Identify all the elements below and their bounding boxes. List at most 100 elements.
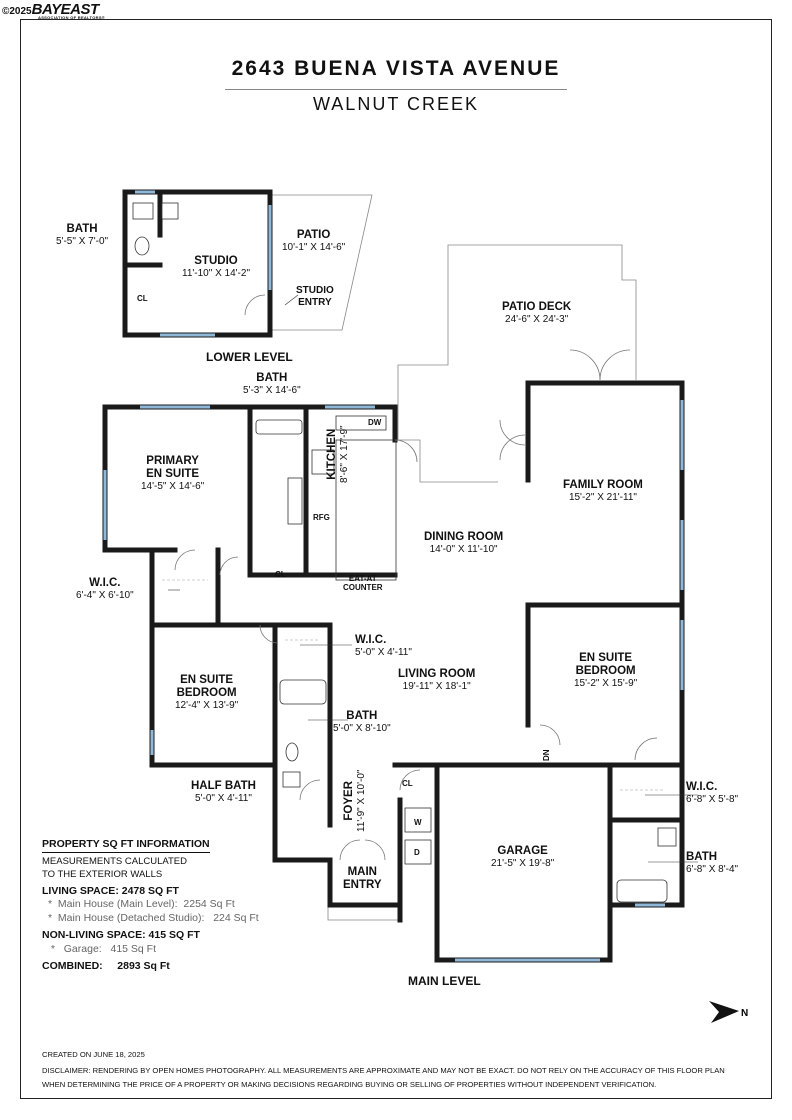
room-studio: STUDIO 11'-10" X 14'-2" (182, 255, 250, 280)
room-name: DINING ROOM (424, 531, 504, 543)
combined-row: COMBINED: 2893 Sq Ft (42, 960, 259, 973)
room-name: BATH (686, 851, 718, 863)
room-name-line2: BEDROOM (575, 665, 636, 678)
room-dims: 14'-5" X 14'-6" (141, 481, 205, 493)
room-name-line1: MAIN (347, 866, 377, 878)
room-dims: 5'-0" X 4'-11" (195, 793, 252, 805)
room-name: BATH (66, 223, 98, 235)
property-address: 2643 BUENA VISTA AVENUE (231, 57, 561, 80)
room-main-entry: MAIN ENTRY (343, 866, 382, 892)
leader-lines (168, 294, 698, 863)
appliance-washer: W (414, 818, 422, 827)
living-main-row: * Main House (Main Level): 2254 Sq Ft (48, 898, 235, 911)
copyright-text: ©2025 (2, 6, 32, 17)
room-name-line1: STUDIO (296, 285, 334, 296)
room-dims: 14'-0" X 11'-10" (429, 544, 498, 556)
room-dims: 6'-4" X 6'-10" (76, 590, 134, 602)
room-dims: 21'-5" X 19'-8" (491, 858, 555, 870)
room-dims: 11'-9" X 10'-0" (356, 769, 368, 832)
property-city: WALNUT CREEK (312, 94, 480, 114)
room-name-line1: EN SUITE (180, 674, 234, 686)
room-name: BATH (346, 710, 378, 722)
room-bath-lower: BATH 5'-5" X 7'-0" (56, 223, 108, 248)
room-dims: 19'-11" X 18'-1" (402, 681, 471, 693)
room-dims: 5'-0" X 4'-11" (355, 647, 412, 659)
living-main-label: Main House (Main Level): (57, 898, 178, 911)
room-dims: 8'-6" X 17'-9" (339, 425, 351, 483)
room-dims: 12'-4" X 13'-9" (175, 700, 239, 712)
appliance-dryer: D (414, 848, 420, 857)
room-dims: 24'-6" X 24'-3" (505, 314, 569, 326)
room-dims: 5'-3" X 14'-6" (243, 385, 301, 397)
room-name: PATIO DECK (502, 301, 572, 313)
combined-value: 2893 Sq Ft (117, 959, 170, 972)
living-studio-row: * Main House (Detached Studio): 224 Sq F… (48, 911, 259, 924)
room-primary-suite: PRIMARY EN SUITE 14'-5" X 14'-6" (141, 455, 204, 493)
fixtures (132, 202, 677, 903)
nonliving-space-total: NON-LIVING SPACE: 415 SQ FT (42, 929, 200, 942)
living-studio-label: Main House (Detached Studio): (57, 911, 205, 924)
room-wic-mid: W.I.C. 5'-0" X 4'-11" (355, 634, 412, 659)
garage-label: Garage: (63, 942, 102, 955)
room-name: W.I.C. (355, 634, 387, 646)
room-name: LIVING ROOM (398, 668, 476, 680)
eat-at-counter: EAT-AT COUNTER (343, 574, 383, 592)
title-divider (225, 89, 567, 90)
room-dims: 15'-2" X 21'-11" (568, 492, 637, 504)
sqft-heading: PROPERTY SQ FT INFORMATION (42, 838, 210, 854)
room-dining-room: DINING ROOM 14'-0" X 11'-10" (424, 531, 503, 556)
closet-lines (162, 579, 665, 791)
windows (103, 190, 684, 962)
room-cl-foyer: CL (402, 779, 413, 788)
brokerage-logo: ©2025BAYEAST ASSOCIATION OF REALTORS® (2, 1, 105, 20)
sqft-info-panel: PROPERTY SQ FT INFORMATION MEASUREMENTS … (42, 838, 259, 973)
room-cl-main: CL (275, 570, 286, 579)
room-en-suite-left: EN SUITE BEDROOM 12'-4" X 13'-9" (175, 674, 238, 712)
room-patio: PATIO 10'-1" X 14'-6" (282, 229, 345, 254)
brand-tagline: ASSOCIATION OF REALTORS® (38, 15, 106, 20)
room-name-line2: ENTRY (343, 879, 382, 892)
room-name: GARAGE (497, 845, 548, 857)
room-dims: 6'-8" X 5'-8" (686, 794, 739, 806)
living-studio-value: 224 Sq Ft (213, 911, 259, 924)
room-en-suite-right: EN SUITE BEDROOM 15'-2" X 15'-9" (574, 652, 637, 690)
room-name: FAMILY ROOM (563, 479, 643, 491)
room-name-line1: EN SUITE (579, 652, 633, 664)
page-frame (20, 19, 772, 1099)
room-dims: 11'-10" X 14'-2" (182, 268, 250, 280)
room-garage: GARAGE 21'-5" X 19'-8" (491, 845, 554, 870)
appliance-refrigerator: RFG (313, 513, 330, 522)
room-wic-primary: W.I.C. 6'-4" X 6'-10" (76, 577, 134, 602)
room-name: W.I.C. (686, 781, 718, 793)
room-bath-primary: BATH 5'-3" X 14'-6" (243, 372, 301, 397)
room-kitchen: KITCHEN 8'-6" X 17'-9" (326, 425, 351, 483)
counter-label-line2: COUNTER (343, 583, 383, 593)
room-name: FOYER (343, 780, 355, 821)
room-dims: 5'-0" X 8'-10" (333, 723, 391, 735)
room-family-room: FAMILY ROOM 15'-2" X 21'-11" (563, 479, 643, 504)
counter-label-line1: EAT-AT (348, 574, 377, 583)
room-dims: 15'-2" X 15'-9" (574, 678, 638, 690)
combined-label: COMBINED: (42, 959, 103, 972)
room-name-line2: ENTRY (298, 296, 332, 308)
calc-note-line1: MEASUREMENTS CALCULATED (42, 856, 187, 868)
stairs-down-label: DN (542, 749, 551, 761)
garage-row: * Garage: 415 Sq Ft (48, 942, 157, 955)
room-name: KITCHEN (326, 428, 338, 480)
created-date: CREATED ON JUNE 18, 2025 (42, 1050, 145, 1059)
room-patio-deck: PATIO DECK 24'-6" X 24'-3" (502, 301, 571, 326)
north-arrow-icon: N (709, 1001, 748, 1023)
room-cl-lower: CL (137, 294, 148, 303)
room-half-bath: HALF BATH 5'-0" X 4'-11" (191, 780, 256, 805)
disclaimer-line2: WHEN DETERMINING THE PRICE OF A PROPERTY… (42, 1080, 657, 1089)
disclaimer-line1: DISCLAIMER: RENDERING BY OPEN HOMES PHOT… (42, 1066, 725, 1075)
room-dims: 10'-1" X 14'-6" (282, 242, 346, 254)
garage-value: 415 Sq Ft (110, 942, 157, 955)
brand-name: BAYEAST (31, 1, 100, 18)
north-label: N (741, 1008, 748, 1019)
level-label-lower: LOWER LEVEL (206, 350, 293, 364)
room-wic-right: W.I.C. 6'-8" X 5'-8" (686, 781, 738, 806)
room-studio-entry: STUDIO ENTRY (296, 285, 334, 308)
room-dims: 6'-8" X 8'-4" (686, 864, 739, 876)
room-name: W.I.C. (89, 577, 121, 589)
